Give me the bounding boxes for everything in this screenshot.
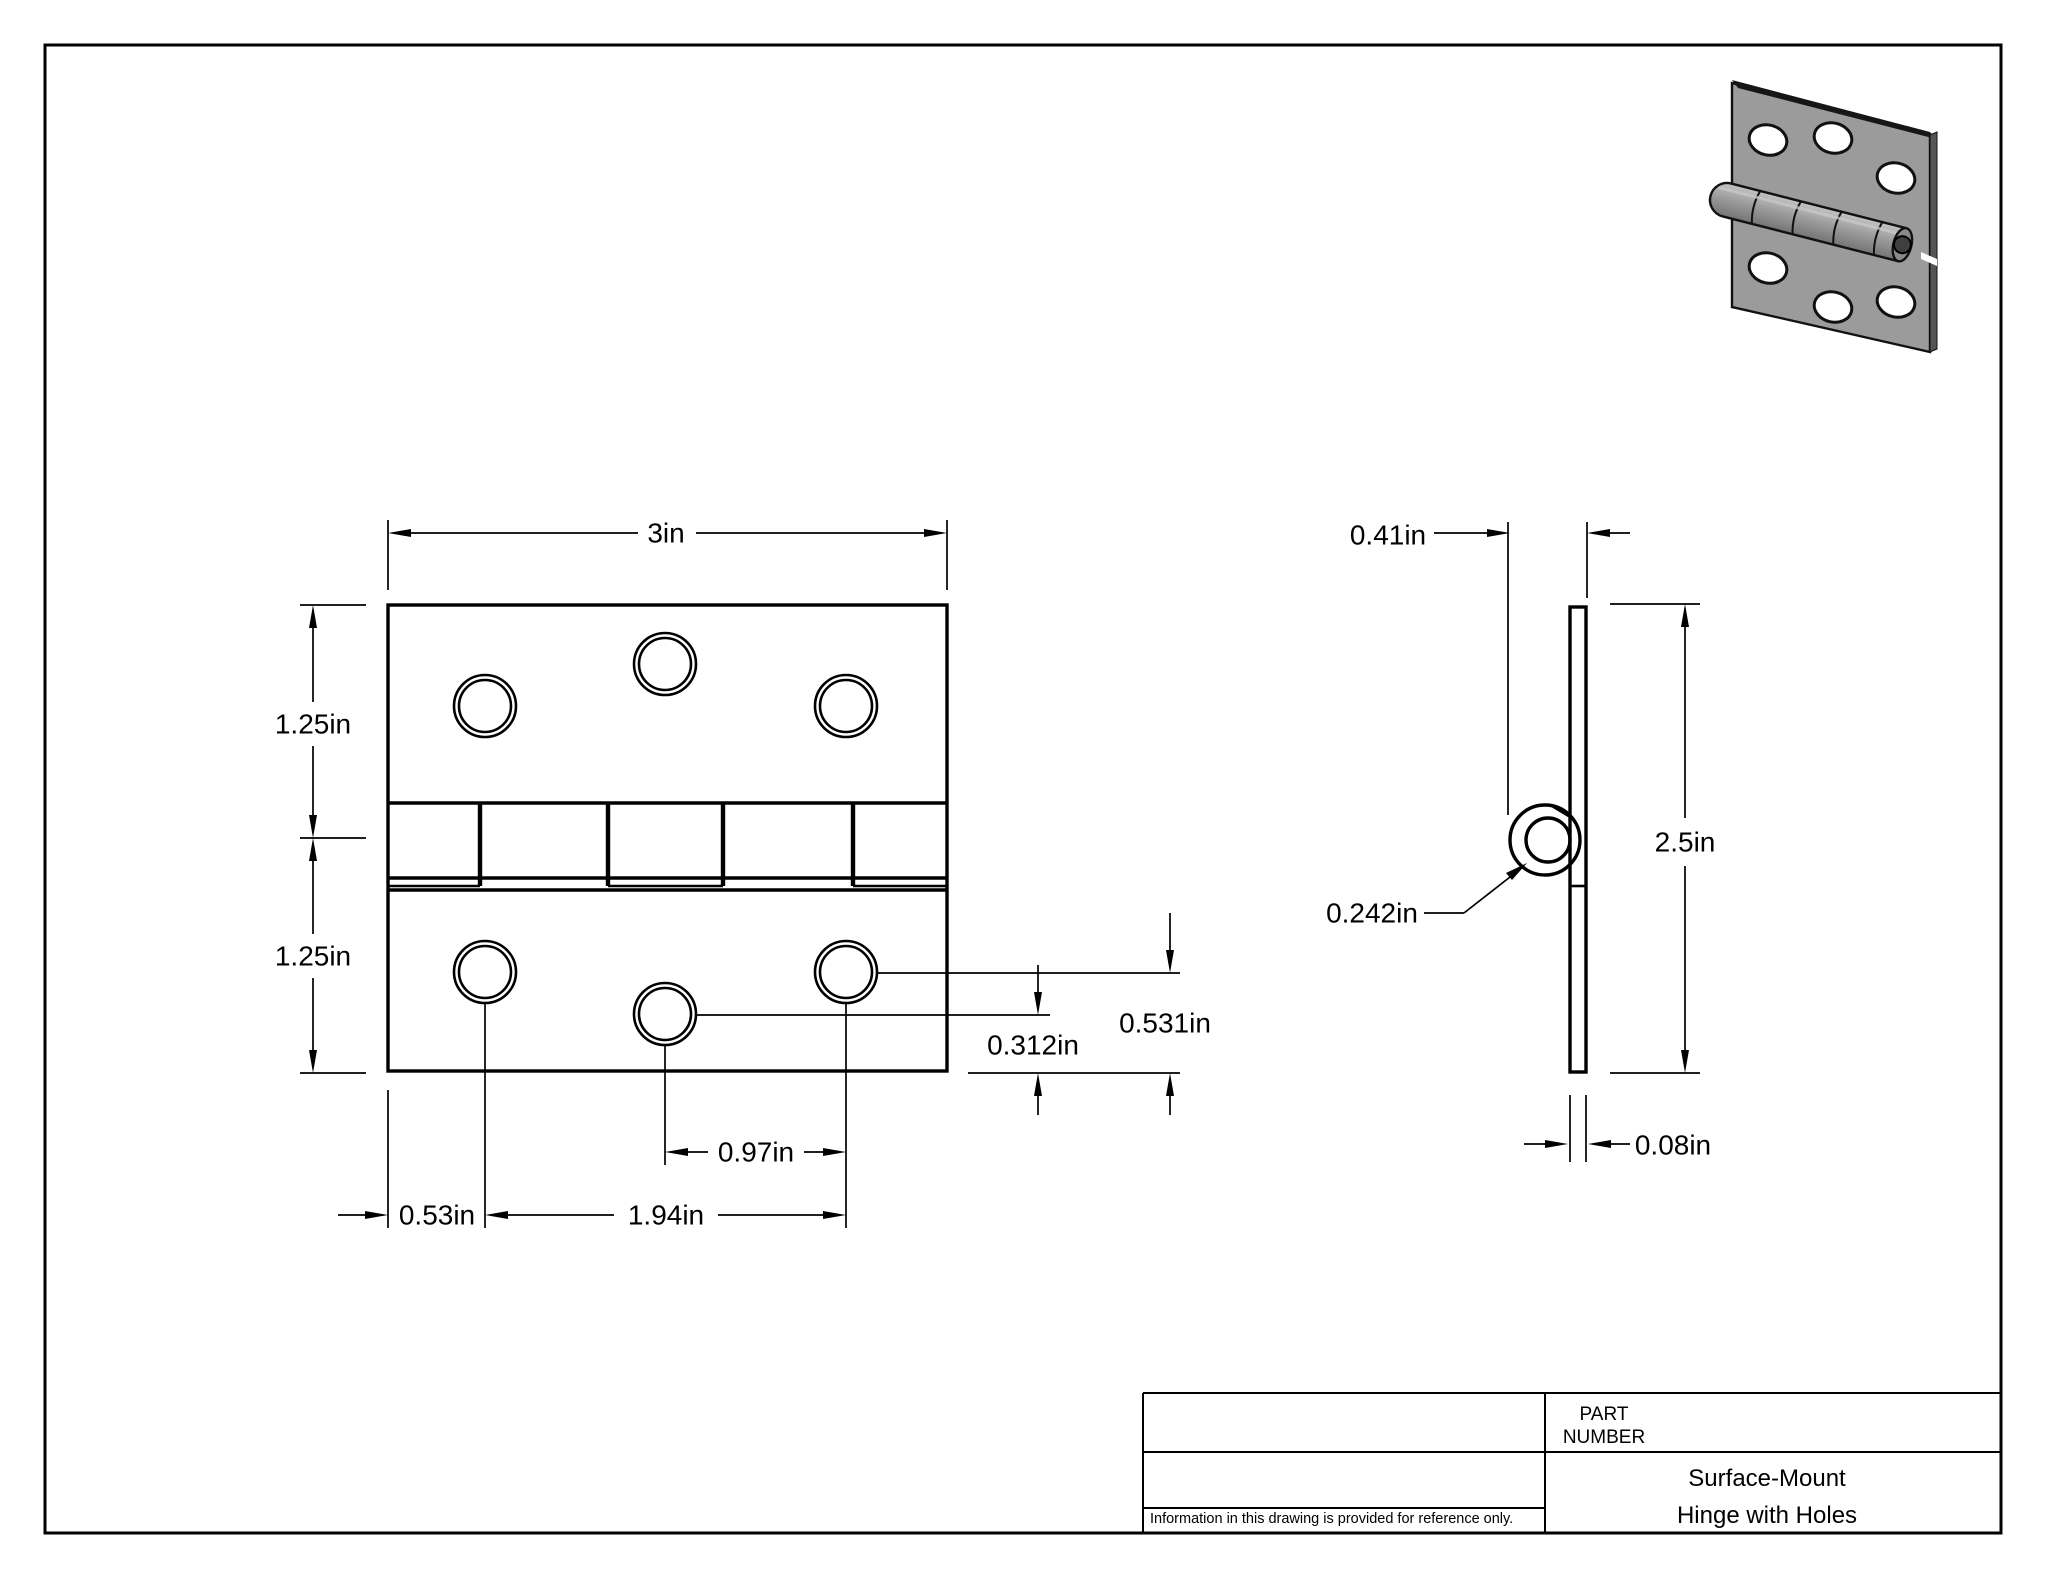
iso-right-edge: [1929, 131, 1938, 353]
front-view: 3in 1.25in 1.25in: [275, 518, 1211, 1231]
dim-knuckle-width: 0.41in: [1350, 520, 1630, 815]
iso-top-edge: [1732, 80, 1936, 139]
dim-leaf-top-label: 1.25in: [275, 709, 351, 740]
dim-pin-diameter-label: 0.242in: [1326, 898, 1418, 929]
dim-hole-edge-offset: 0.53in: [338, 1200, 475, 1231]
dim-center-hole-height: 0.312in: [696, 965, 1079, 1115]
dim-hole-mid-pitch: 0.97in: [665, 1137, 846, 1168]
iso-barrel: [1708, 181, 1914, 263]
dim-thickness-label: 0.08in: [1635, 1130, 1711, 1161]
part-number-label-line2: NUMBER: [1563, 1427, 1645, 1448]
part-name-line1: Surface-Mount: [1688, 1465, 1846, 1492]
dim-center-hole-height-label: 0.312in: [987, 1030, 1079, 1061]
dim-hole-mid-pitch-label: 0.97in: [718, 1137, 794, 1168]
reference-note: Information in this drawing is provided …: [1150, 1511, 1513, 1527]
dim-hole-pitch-label: 1.94in: [628, 1200, 704, 1231]
dim-width: 3in: [387, 518, 948, 590]
hole-spacing-extensions: [387, 1003, 847, 1228]
sheet-border: [43, 43, 2003, 1535]
dim-width-label: 3in: [647, 518, 684, 549]
iso-pin-end: [1892, 235, 1912, 255]
side-barrel: [1508, 803, 1586, 888]
part-name-line2: Hinge with Holes: [1677, 1502, 1857, 1529]
dim-outer-hole-height: 0.531in: [877, 913, 1211, 1115]
side-view: 0.41in 2.5in 0.242in 0.08in: [1326, 520, 1716, 1162]
dim-knuckle-width-label: 0.41in: [1350, 520, 1426, 551]
title-block: PART NUMBER Surface-Mount Hinge with Hol…: [1142, 1392, 2001, 1533]
front-screw-holes: [452, 631, 879, 1047]
dim-hole-pitch: 1.94in: [485, 1200, 846, 1231]
dim-leaf-bottom: 1.25in: [275, 838, 366, 1074]
dim-height: 2.5in: [1610, 603, 1716, 1074]
dim-height-label: 2.5in: [1655, 827, 1716, 858]
dim-leaf-bottom-label: 1.25in: [275, 941, 351, 972]
isometric-view: [1708, 80, 1938, 354]
part-number-label-line1: PART: [1580, 1404, 1629, 1425]
iso-leaf-gap: [1921, 252, 1937, 266]
dim-outer-hole-height-label: 0.531in: [1119, 1008, 1211, 1039]
dim-thickness: 0.08in: [1524, 1095, 1711, 1162]
dim-pin-diameter: 0.242in: [1326, 863, 1527, 929]
front-hinge-outline: [386, 603, 949, 1073]
dim-leaf-top: 1.25in: [275, 604, 366, 839]
dim-hole-edge-offset-label: 0.53in: [399, 1200, 475, 1231]
iso-screw-holes: [1747, 121, 1917, 324]
